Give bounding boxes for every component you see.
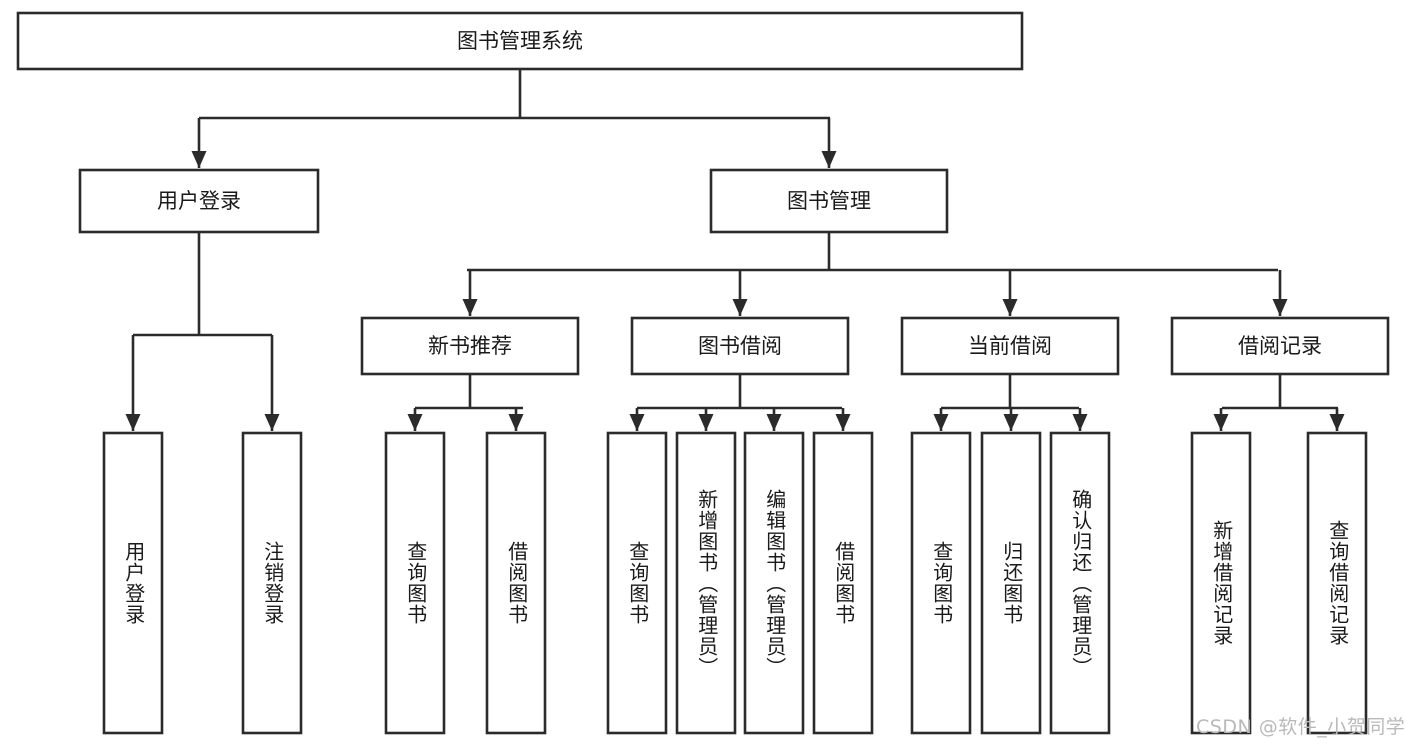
arrow-head-icon-leaf-query-record <box>1329 414 1345 431</box>
arrow-head-icon-borrow-record <box>1272 299 1288 316</box>
arrow-head-icon-book-management <box>821 151 837 168</box>
node-label-new-book-recommend: 新书推荐 <box>428 334 512 358</box>
arrow-head-icon-new-book-recommend <box>462 299 478 316</box>
arrow-head-icon-leaf-borrow-book <box>835 414 851 431</box>
node-box-leaf-query-book-borrow[interactable] <box>606 431 668 735</box>
arrow-head-icon-leaf-user-login <box>125 414 141 431</box>
arrow-head-icon-leaf-edit-book <box>766 414 782 431</box>
node-box-leaf-query-record[interactable] <box>1306 431 1368 735</box>
node-box-leaf-return-book[interactable] <box>980 431 1042 735</box>
node-label-book-management: 图书管理 <box>787 189 871 213</box>
node-label-root: 图书管理系统 <box>457 29 583 53</box>
node-box-leaf-borrow-book[interactable] <box>812 431 874 735</box>
node-label-borrow-record: 借阅记录 <box>1238 334 1322 358</box>
node-box-leaf-query-book-rec[interactable] <box>384 431 446 735</box>
arrow-head-icon-current-borrow <box>1002 299 1018 316</box>
arrow-head-icon-leaf-add-book <box>698 414 714 431</box>
arrow-head-icon-leaf-return-book <box>1003 414 1019 431</box>
arrow-head-icon-leaf-query-book-borrow <box>629 414 645 431</box>
arrow-head-icon-leaf-query-book-cur <box>933 414 949 431</box>
node-box-leaf-borrow-book-rec[interactable] <box>485 431 547 735</box>
node-box-book-borrow[interactable] <box>630 316 850 376</box>
node-label-current-borrow: 当前借阅 <box>968 334 1052 358</box>
arrow-head-icon-book-borrow <box>732 299 748 316</box>
node-box-leaf-confirm-return[interactable] <box>1049 431 1111 735</box>
arrow-head-icon-leaf-add-record <box>1213 414 1229 431</box>
boxes-layer <box>16 11 1390 735</box>
node-box-root[interactable] <box>16 11 1024 71</box>
node-box-leaf-user-login[interactable] <box>102 431 164 735</box>
node-box-user-login[interactable] <box>78 168 320 234</box>
node-label-user-login: 用户登录 <box>157 189 241 213</box>
arrow-head-icon-leaf-query-book-rec <box>407 414 423 431</box>
arrow-head-icon-leaf-confirm-return <box>1072 414 1088 431</box>
arrow-head-icon-user-login <box>191 151 207 168</box>
node-box-leaf-query-book-cur[interactable] <box>910 431 972 735</box>
csdn-watermark: CSDN @软件_小贺同学 <box>1196 716 1405 738</box>
node-box-book-management[interactable] <box>709 168 949 234</box>
node-box-borrow-record[interactable] <box>1170 316 1390 376</box>
arrow-head-icon-leaf-borrow-book-rec <box>508 414 524 431</box>
connectors-layer <box>125 69 1345 431</box>
node-box-current-borrow[interactable] <box>900 316 1120 376</box>
node-box-leaf-edit-book[interactable] <box>743 431 805 735</box>
node-box-new-book-recommend[interactable] <box>360 316 580 376</box>
node-box-leaf-add-book[interactable] <box>675 431 737 735</box>
node-label-book-borrow: 图书借阅 <box>698 334 782 358</box>
node-box-leaf-user-logout[interactable] <box>241 431 303 735</box>
node-box-leaf-add-record[interactable] <box>1190 431 1252 735</box>
arrow-head-icon-leaf-user-logout <box>264 414 280 431</box>
